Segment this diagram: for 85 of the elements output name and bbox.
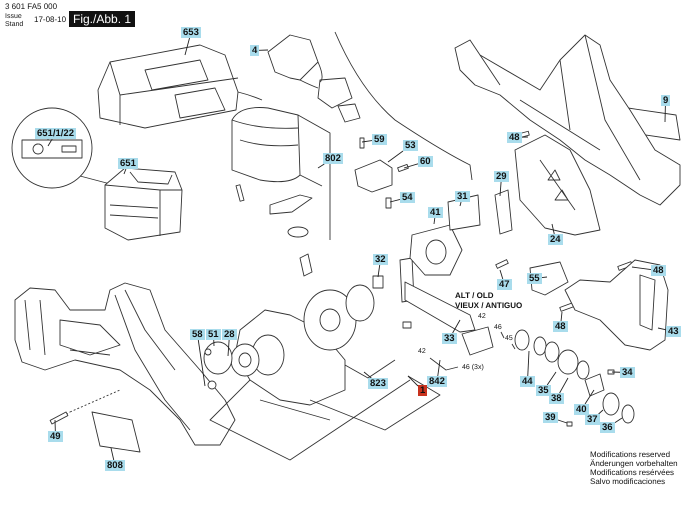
callout-number: 842 [427,376,447,387]
leader-line [124,168,126,174]
leader-line [664,106,666,122]
leader-line [542,276,548,278]
callout-number: 58 [190,329,205,340]
leader-line [408,376,418,386]
callout-number: 48 [651,265,666,276]
leader-line [500,182,502,196]
callout-number: 44 [520,376,535,387]
callout-number: 47 [497,279,512,290]
leader-line [500,270,504,280]
leader-line [184,38,190,56]
callout-number: 24 [548,234,563,245]
callout-number: 4 [250,45,260,56]
callout-number: 59 [372,134,387,145]
callout-number: 34 [620,367,635,378]
callout-number: 808 [105,460,125,471]
callout-number: 38 [549,393,564,404]
callout-number: 28 [222,329,237,340]
leader-line [110,448,114,460]
callout-number: 41 [428,207,443,218]
leader-line [378,264,380,278]
leader-line [213,340,214,346]
note-text: 3 601 FA5 000 [5,3,58,12]
callout-number: 32 [373,254,388,265]
callout-number: 802 [323,153,343,164]
leader-line [437,360,440,376]
note-text: 17-08-10 [34,16,66,25]
callout-number: 36 [600,422,615,433]
leader-line [460,202,462,206]
callout-number: 37 [585,414,600,425]
callout-number: 49 [48,431,63,442]
leader-line [390,198,400,202]
leader-line [364,372,372,378]
leader-line [54,420,56,432]
callout-number: 651/1/22 [35,128,76,139]
note-text: Änderungen vorbehalten [590,460,678,469]
leader-line [318,164,325,168]
leader-line [558,420,568,424]
note-text: Modifications resérvées [590,469,674,478]
leader-line [404,163,418,168]
leader-line [362,140,372,142]
leader-line [632,266,652,270]
leader-line [48,138,53,146]
note-text: Salvo modificaciones [590,478,666,487]
leader-line [388,150,404,162]
leader-line [452,320,460,334]
leader-line [584,390,594,404]
callout-number: 823 [368,378,388,389]
callout-number: 653 [181,27,201,38]
leader-line [614,418,622,424]
figure-tag: Fig./Abb. 1 [69,11,136,27]
callout-number: 31 [455,191,470,202]
leader-line [658,328,666,330]
leader-line [552,224,555,234]
callout-number: 60 [418,156,433,167]
callout-number: 35 [536,385,551,396]
callout-number: 1 [418,385,428,396]
callout-number: 51 [206,329,221,340]
callout-number: 33 [442,333,457,344]
leader-line [559,378,568,394]
leader-line [560,312,562,322]
note-text: Modifications reserved [590,451,670,459]
leader-line [434,218,436,224]
callout-number: 55 [527,273,542,284]
leader-line [228,340,230,356]
callout-number: 39 [543,412,558,423]
note-text: ALT / OLD [455,292,494,301]
callout-number: 43 [666,326,681,337]
leader-line [258,50,268,51]
callout-number: 53 [403,140,418,151]
leader-line [198,340,206,386]
leader-line [522,136,528,138]
callout-number: 48 [553,321,568,332]
callout-number: 40 [574,404,589,415]
leader-line [612,372,620,373]
callout-number: 651 [118,158,138,169]
callout-number: 48 [507,132,522,143]
leader-line [598,410,604,414]
callout-number: 54 [400,192,415,203]
leader-line [546,372,556,386]
leader-line [527,350,530,376]
callout-number: 9 [661,95,670,106]
callout-number: 29 [494,171,509,182]
note-text: VIEUX / ANTIGUO [455,302,522,311]
